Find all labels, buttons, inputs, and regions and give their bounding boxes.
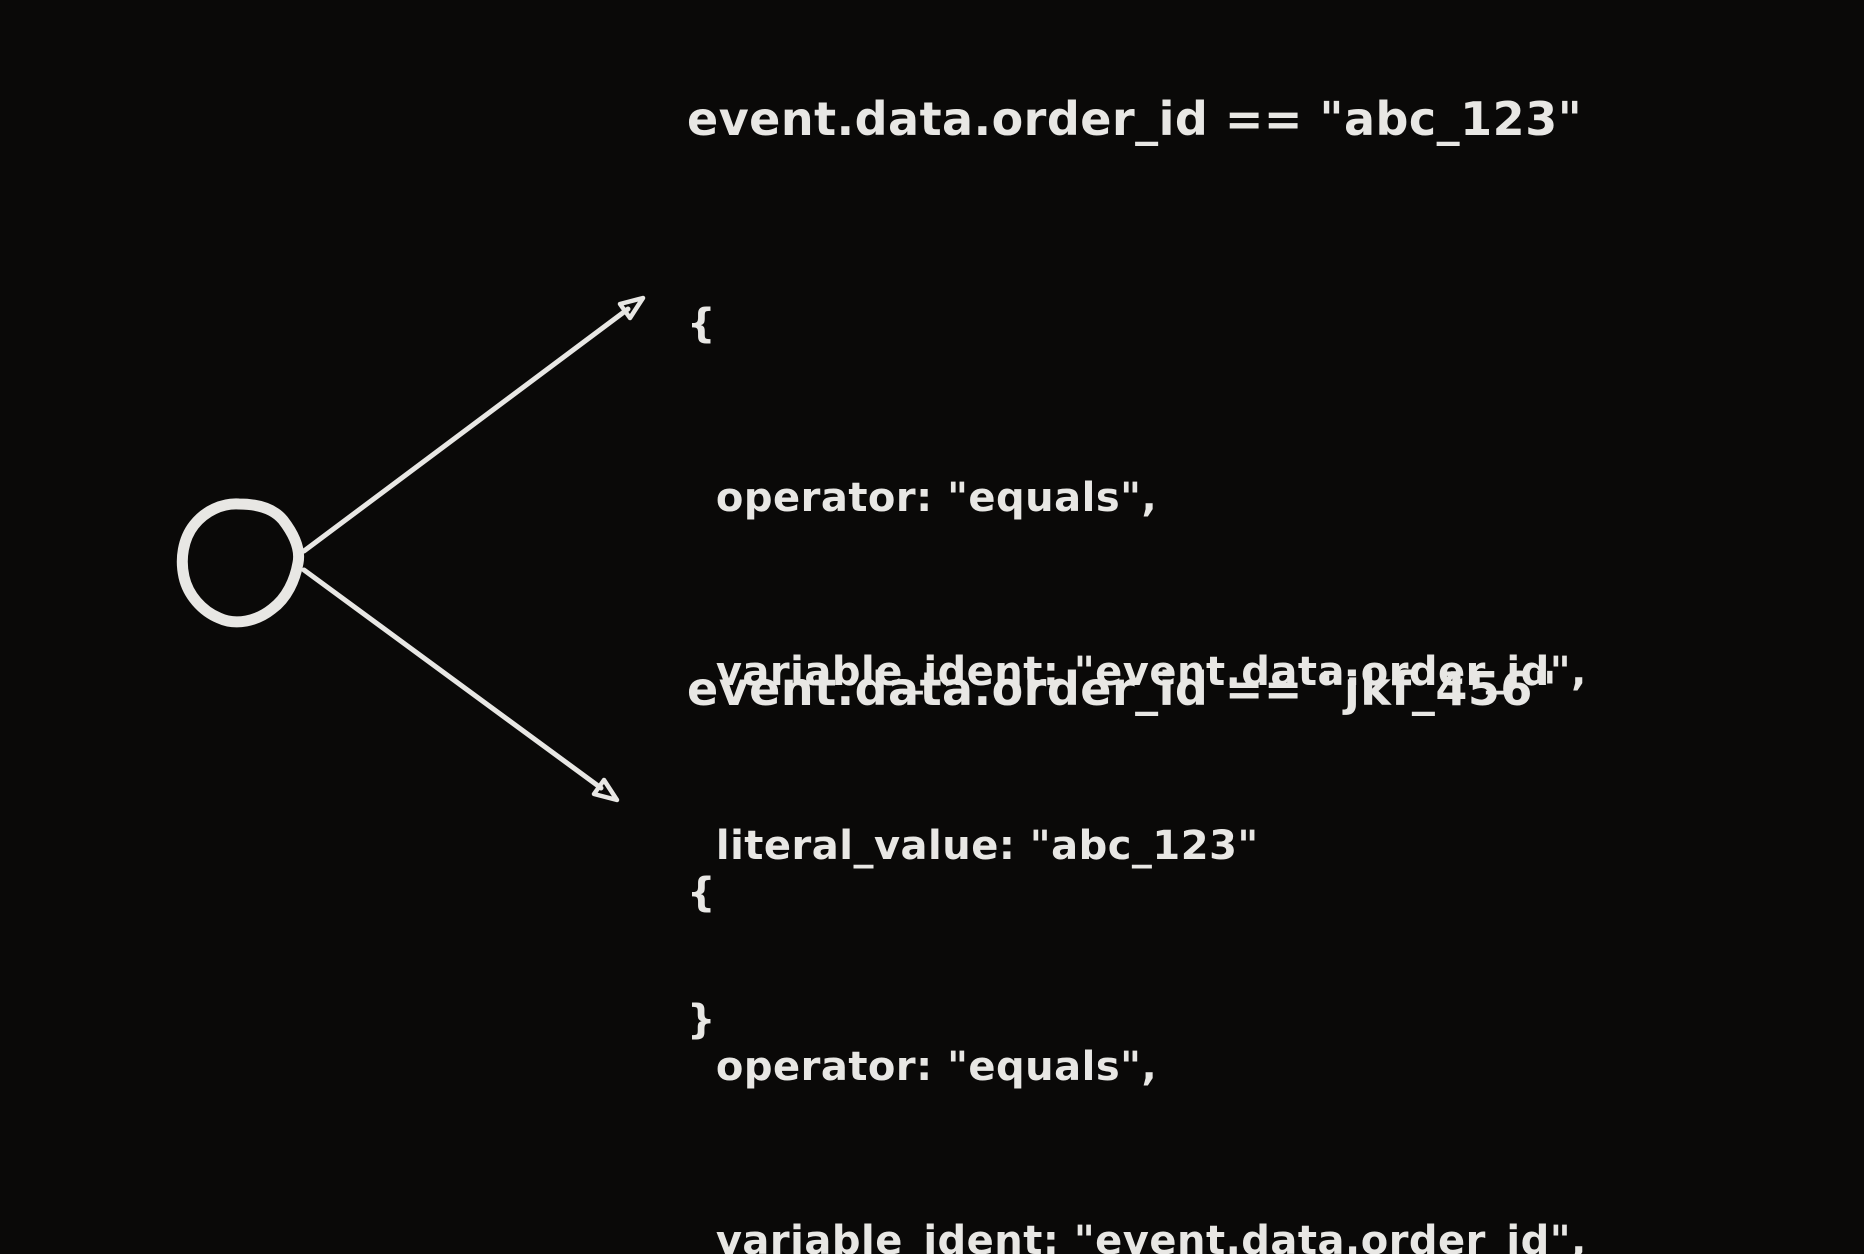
variable-ident-line: variable_ident: "event.data.order_id", [687, 649, 1587, 695]
arrow-to-condition-1 [301, 295, 646, 554]
condition-expression-2: event.data.order_id == "jkf_456" [687, 662, 1558, 716]
literal-value-line: literal_value: "abc_123" [687, 823, 1259, 869]
state-node-circle-icon [176, 498, 305, 628]
condition-json-block-2: { operator: "equals", variable_ident: "e… [687, 748, 1587, 1254]
condition-expression-1: event.data.order_id == "abc_123" [687, 92, 1583, 146]
arrowhead-icon [591, 777, 620, 803]
arrow-shaft [301, 567, 604, 791]
operator-line: operator: "equals", [687, 475, 1158, 521]
variable-ident-line: variable_ident: "event.data.order_id", [687, 1218, 1587, 1254]
arrowhead-icon [617, 295, 646, 321]
brace-close: } [687, 997, 716, 1043]
operator-line: operator: "equals", [687, 1044, 1158, 1090]
arrow-shaft [301, 306, 631, 554]
brace-open: { [687, 870, 716, 916]
arrow-to-condition-2 [301, 567, 620, 803]
condition-json-block-1: { operator: "equals", variable_ident: "e… [687, 179, 1587, 1165]
brace-open: { [687, 301, 716, 347]
